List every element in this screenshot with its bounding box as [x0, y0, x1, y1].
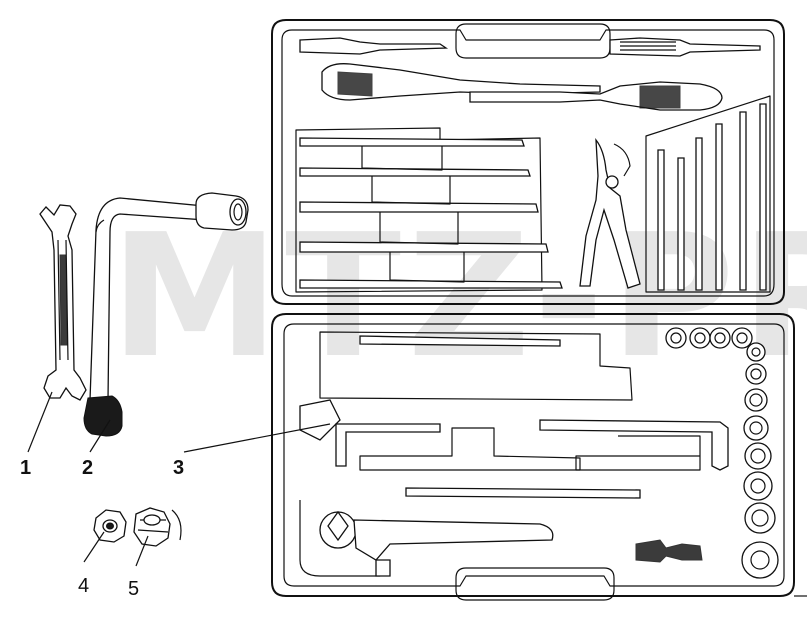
- callout-2: 2: [82, 457, 93, 479]
- callout-5: 5: [128, 578, 139, 600]
- hex-nut-4: [93, 509, 127, 543]
- socket-set: [665, 327, 779, 579]
- callout-3: 3: [173, 457, 184, 479]
- leader-line-5: [135, 535, 149, 567]
- leader-lines: [27, 391, 807, 597]
- tool-case: [271, 19, 795, 601]
- leader-line-4: [83, 531, 105, 563]
- callout-4: 4: [78, 575, 89, 597]
- open-end-wrench: [39, 204, 87, 401]
- leader-line-2: [89, 419, 111, 453]
- leader-line-1: [27, 391, 53, 453]
- l-socket-wrench: [83, 192, 249, 437]
- hex-nut-5: [133, 507, 182, 547]
- leader-line-3: [183, 423, 331, 453]
- callout-1: 1: [20, 457, 31, 479]
